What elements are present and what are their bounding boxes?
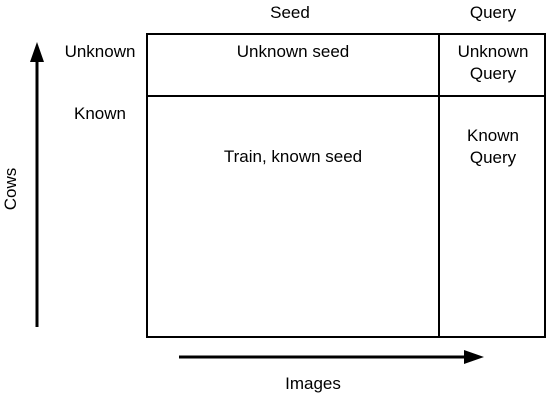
grid-column-divider: [438, 33, 440, 338]
row-header-known: Known: [74, 104, 126, 123]
column-header-query: Query: [469, 3, 517, 22]
cell-known-query-line1: Known: [467, 126, 519, 145]
horizontal-arrow: [179, 350, 484, 364]
cell-unknown-query-line2: Query: [469, 64, 517, 83]
cell-unknown-query-line1: Unknown: [457, 42, 529, 61]
cell-unknown-query: Unknown Query: [440, 41, 546, 85]
cell-known-query-line2: Query: [469, 148, 517, 167]
cell-known-query: Known Query: [440, 125, 546, 169]
column-header-seed: Seed: [270, 3, 310, 22]
diagram-grid: [146, 33, 546, 338]
cell-unknown-seed: Unknown seed: [236, 42, 350, 61]
vertical-axis-label: Cows: [1, 167, 20, 211]
row-header-unknown: Unknown: [64, 42, 136, 61]
horizontal-axis-label: Images: [285, 374, 341, 393]
vertical-arrow: [30, 42, 44, 327]
cell-train-known-seed: Train, known seed: [223, 147, 363, 166]
grid-row-divider: [146, 95, 546, 97]
